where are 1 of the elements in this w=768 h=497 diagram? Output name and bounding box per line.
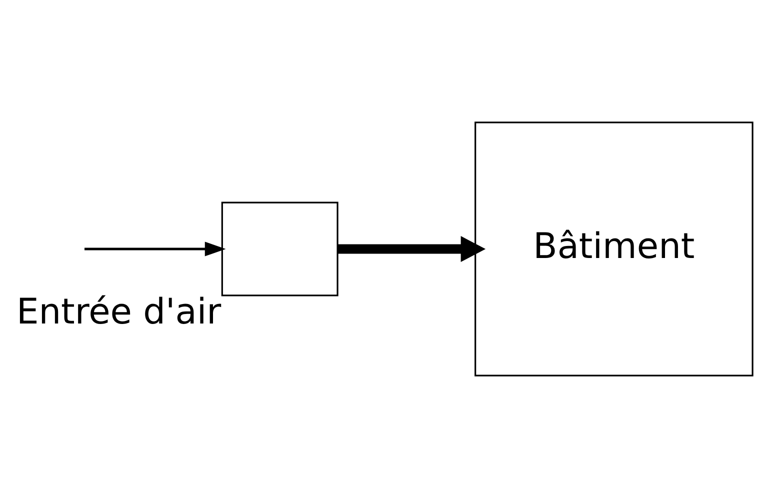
node-label: Entrée d'air xyxy=(16,291,222,332)
